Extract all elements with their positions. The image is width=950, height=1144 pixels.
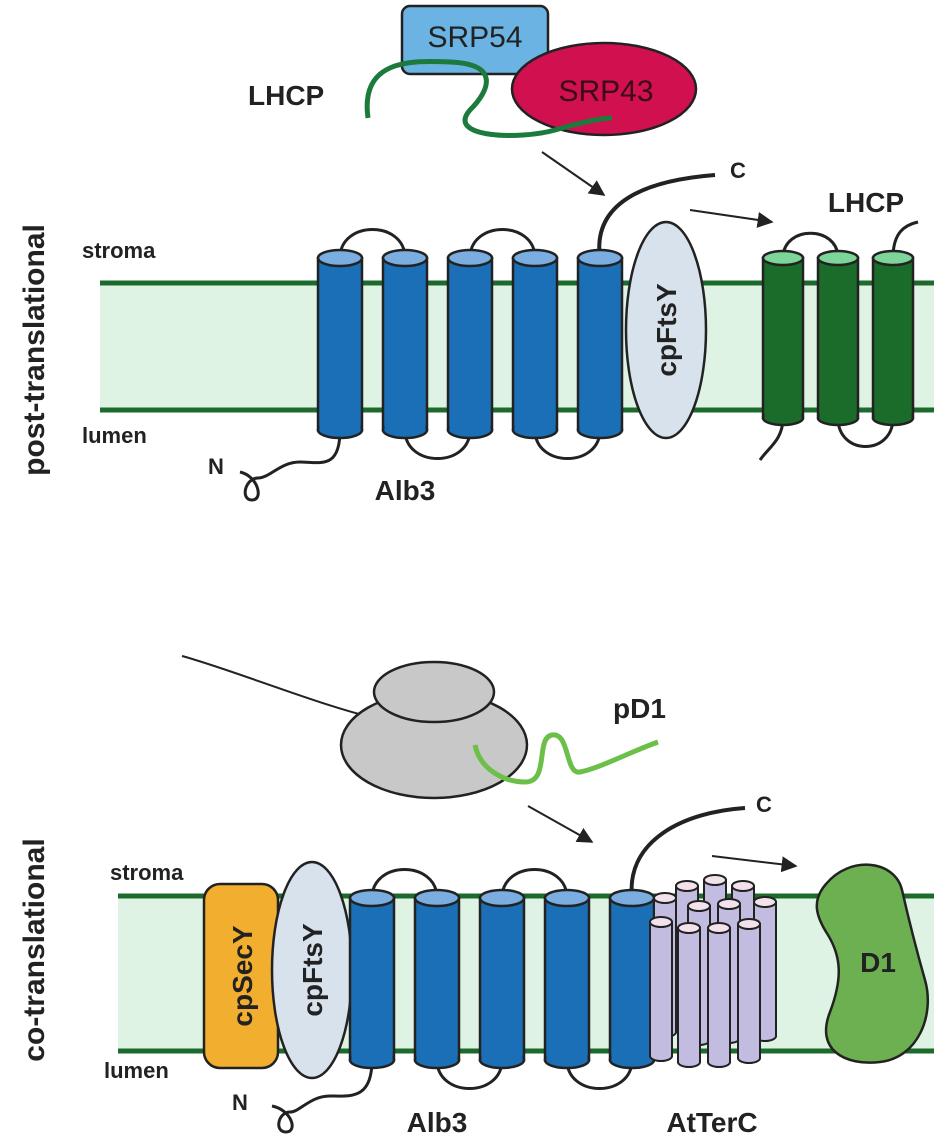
srp43-ellipse <box>510 41 698 137</box>
co-c-terminus-chain <box>629 806 746 899</box>
post-insertion-arrow <box>689 209 774 228</box>
post-targeting-arrow <box>541 151 606 196</box>
co-panel-title: co-translational <box>18 838 51 1061</box>
post-translational-panel: stroma lumen post-translational SRP54 SR… <box>18 4 934 506</box>
pd1-label: pD1 <box>613 693 666 724</box>
co-cpftsy-label: cpFtsY <box>297 923 328 1017</box>
alb3-stroma-loop-2 <box>468 228 537 259</box>
post-n-terminus-chain <box>239 429 342 502</box>
post-alb3-label: Alb3 <box>375 475 436 506</box>
d1-protein <box>815 863 930 1064</box>
lhcp-lumen-loop <box>836 417 895 448</box>
alb3-helices-co <box>348 888 656 1070</box>
alb3-helix <box>576 248 624 440</box>
post-cpftsy-ellipse <box>624 220 708 440</box>
ribosome-small-subunit <box>372 660 496 724</box>
lhcp-free-label: LHCP <box>248 80 324 111</box>
alb3-helix <box>511 248 559 440</box>
co-c-terminus-label: C <box>756 792 772 817</box>
srp43-label: SRP43 <box>558 75 653 108</box>
d1-label: D1 <box>860 947 896 978</box>
post-n-terminus-label: N <box>208 454 224 479</box>
alb3-helix <box>608 888 656 1070</box>
co-n-terminus-chain <box>271 1059 374 1134</box>
lhcp-helix <box>816 249 860 427</box>
post-lumen-label: lumen <box>82 423 147 448</box>
co-alb3-label: Alb3 <box>407 1107 468 1138</box>
atterc-cylinder <box>707 922 731 1068</box>
co-release-arrow <box>711 855 798 873</box>
post-c-terminus-label: C <box>730 158 746 183</box>
srp54-box <box>400 4 550 76</box>
atterc-cylinder <box>649 916 673 1062</box>
atterc-cluster <box>649 874 777 1068</box>
lhcp-soluble-chain <box>364 58 613 138</box>
post-stroma-label: stroma <box>82 238 156 263</box>
lhcp-helix <box>761 249 805 427</box>
lhcp-stroma-loop <box>781 231 840 259</box>
lhcp-inserted-label: LHCP <box>828 187 904 218</box>
alb3-lumen-loop-2 <box>533 429 602 460</box>
post-panel-title: post-translational <box>18 224 51 476</box>
alb3-helix <box>381 248 429 440</box>
alb3-helix <box>543 888 591 1070</box>
pd1-chain <box>472 732 659 785</box>
alb3-helix <box>348 888 396 1070</box>
lhcp-helix <box>871 249 915 427</box>
co-targeting-arrow <box>527 805 594 843</box>
alb3-helix <box>478 888 526 1070</box>
co-translational-panel: stroma lumen co-translational pD1 cpSecY… <box>18 655 934 1138</box>
post-cpftsy-label: cpFtsY <box>651 283 682 377</box>
alb3-helix <box>446 248 494 440</box>
atterc-cylinder <box>677 922 701 1068</box>
cpsecy-label: cpSecY <box>227 925 258 1026</box>
co-n-terminus-label: N <box>232 1090 248 1115</box>
srp54-label: SRP54 <box>427 21 522 54</box>
co-alb3-stroma-loop-1 <box>370 868 439 899</box>
post-c-terminus-chain <box>597 173 716 259</box>
lhcp-helices <box>761 249 915 427</box>
alb3-helix <box>316 248 364 440</box>
atterc-cylinder <box>737 918 761 1064</box>
co-alb3-lumen-loop-1 <box>435 1059 504 1090</box>
alb3-stroma-loop-1 <box>338 228 407 259</box>
co-alb3-stroma-loop-2 <box>500 868 569 899</box>
alb3-helix <box>413 888 461 1070</box>
co-stroma-label: stroma <box>110 860 184 885</box>
alb3-lumen-loop-1 <box>403 429 472 460</box>
co-alb3-lumen-loop-2 <box>565 1059 634 1090</box>
co-lumen-label: lumen <box>104 1058 169 1083</box>
atterc-label: AtTerC <box>666 1107 757 1138</box>
alb3-helices-post <box>316 248 624 440</box>
